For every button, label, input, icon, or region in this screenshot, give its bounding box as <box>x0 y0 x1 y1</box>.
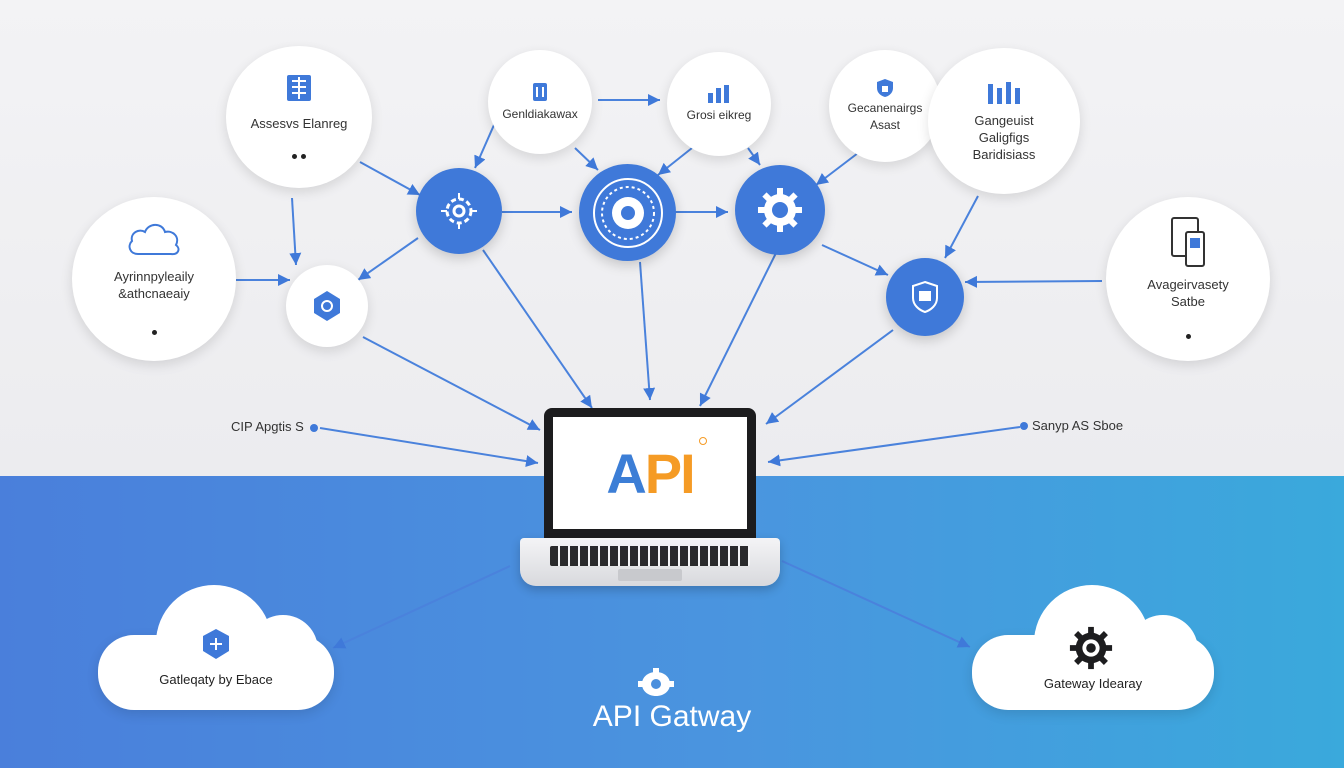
laptop-screen-bezel: API <box>544 408 756 538</box>
cloud-shape <box>1128 615 1198 685</box>
laptop-base <box>520 538 780 586</box>
edge <box>944 195 979 259</box>
edge <box>289 197 302 266</box>
edge <box>699 252 777 407</box>
gear-icon <box>758 188 802 232</box>
registered-mark <box>699 437 707 445</box>
edge <box>359 161 421 196</box>
hub-gear-circuit <box>416 168 502 254</box>
node-label: Gangeuist Galigfigs Baridisiass <box>972 112 1036 162</box>
cloud-shape <box>248 615 318 685</box>
building-icon <box>287 74 311 101</box>
cloud-right: Gateway Idearay <box>972 585 1214 710</box>
shield-icon <box>877 79 893 97</box>
cloud-label: Gateway Idearay <box>1043 676 1143 691</box>
gear-circuit-icon <box>441 193 477 229</box>
edge <box>964 275 1103 288</box>
laptop-trackpad <box>618 569 682 581</box>
node-label: Ayrinnpyleaily &athcnaeaiy <box>114 269 194 301</box>
cloud-outline-icon <box>128 223 180 256</box>
devices-icon <box>1171 217 1205 267</box>
gear-icon <box>638 668 674 696</box>
server-icon <box>533 82 547 101</box>
node-assessments: Assesvs Elanreg <box>226 46 372 188</box>
edge <box>362 336 541 431</box>
cloud-label: Gatleqaty by Ebace <box>159 672 273 687</box>
cloud-left: Gatleqaty by Ebace <box>98 585 334 710</box>
node-label: Gecanenairgs Asast <box>847 101 923 132</box>
footer-title: API Gatway <box>592 700 752 733</box>
node-gateway: Genldiakawax <box>488 50 592 154</box>
hub-badge <box>886 258 964 336</box>
node-generators: Gecanenairgs Asast <box>829 50 941 162</box>
edge <box>747 147 761 166</box>
side-label-right: Sanyp AS Sboe <box>1032 418 1124 433</box>
edge <box>767 426 1021 467</box>
node-average-variety: Avageirvasety Satbe <box>1106 197 1270 361</box>
api-logo-a: A <box>606 441 646 505</box>
hub-target <box>579 164 676 261</box>
side-label-left: CIP Apgtis S <box>231 419 304 434</box>
edge <box>781 560 971 648</box>
edge <box>357 237 419 281</box>
node-asynchronicity: Ayrinnpyleaily &athcnaeaiy <box>72 197 236 361</box>
api-logo-p: P <box>644 441 682 505</box>
edge <box>639 261 656 401</box>
ellipsis-dots <box>150 322 159 340</box>
api-logo: API <box>606 441 696 506</box>
badge-icon <box>912 280 938 314</box>
bar-chart-icon <box>708 84 729 103</box>
pillars-icon <box>988 81 1020 104</box>
node-gangeuist: Gangeuist Galigfigs Baridisiass <box>928 48 1080 194</box>
edge <box>482 249 593 409</box>
edge <box>319 427 539 468</box>
node-label: Assesvs Elanreg <box>250 115 348 131</box>
edge <box>657 147 693 176</box>
laptop: API <box>520 408 780 586</box>
laptop-keyboard <box>550 546 750 566</box>
node-cross-linking: Grosi eikreg <box>667 52 771 156</box>
edge <box>821 244 889 276</box>
node-label: Grosi eikreg <box>686 107 752 122</box>
edge <box>332 565 511 649</box>
shield-gear-icon <box>314 291 340 321</box>
node-label: Genldiakawax <box>502 106 578 121</box>
edge <box>574 147 599 171</box>
ellipsis-dots <box>290 146 308 164</box>
hub-gear <box>735 165 825 255</box>
ellipsis-dots <box>1184 326 1193 344</box>
gear-icon <box>1069 626 1113 670</box>
shield-icon <box>203 629 229 659</box>
edge <box>815 152 859 186</box>
node-label: Avageirvasety Satbe <box>1147 277 1229 309</box>
node-shield-gear <box>286 265 368 347</box>
laptop-screen: API <box>553 417 747 529</box>
target-icon <box>592 177 663 248</box>
api-logo-i: I <box>680 441 696 505</box>
edge <box>765 329 894 425</box>
